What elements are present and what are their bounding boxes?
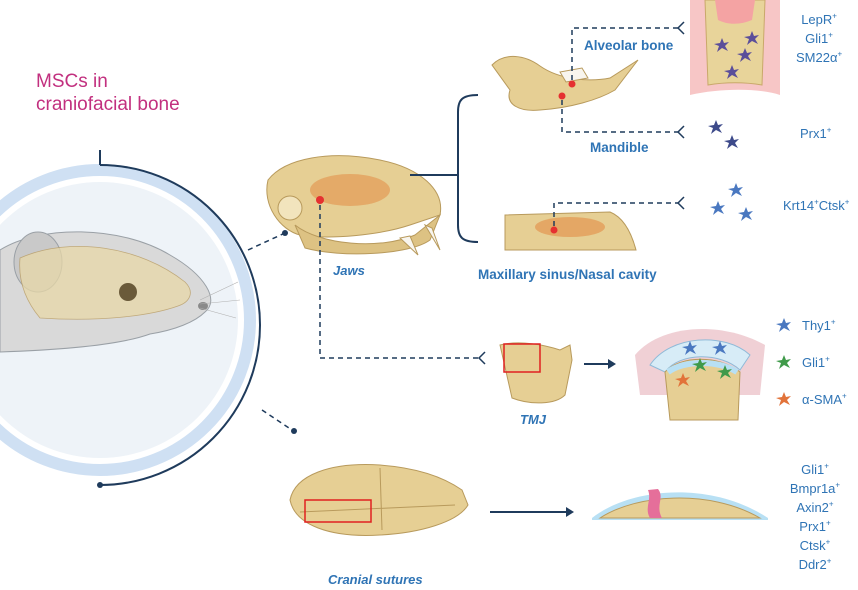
label-cranial-sutures: Cranial sutures <box>328 572 423 587</box>
figure-title: MSCs in craniofacial bone <box>36 70 180 116</box>
label-mandible: Mandible <box>590 140 649 155</box>
cranial-skull-illustration <box>289 464 469 536</box>
mandible-marker-list: Prx1+ <box>800 124 831 143</box>
skull-illustration <box>266 155 442 256</box>
title-line-1: MSCs in <box>36 71 108 92</box>
mandible-cells <box>708 120 739 149</box>
marker-item: Gli1+ <box>801 461 829 477</box>
jaws-point <box>316 196 324 204</box>
marker-item: Axin2+ <box>796 499 834 515</box>
marker-item: Ctsk+ <box>799 537 831 553</box>
mouse-eye <box>119 283 137 301</box>
mouse-head-illustration <box>0 164 256 476</box>
tmj-marker-thy1: Thy1+ <box>802 317 836 333</box>
mouse-skull-overlay <box>19 246 191 320</box>
mandible-illustration <box>491 56 639 111</box>
marker-item: LepR+ <box>801 11 837 27</box>
connector-sinus <box>553 202 678 226</box>
ring-arc-end-dot <box>97 482 103 488</box>
alveolar-marker-list: LepR+ Gli1+ SM22α+ <box>796 10 842 67</box>
label-maxillary-sinus: Maxillary sinus/Nasal cavity <box>478 267 657 282</box>
sinus-cells <box>710 183 753 221</box>
ring-arc <box>99 164 261 486</box>
marker-item: Prx1+ <box>800 125 832 141</box>
asma-cell-icon <box>776 392 791 406</box>
suture-highlight-box <box>304 499 372 523</box>
marker-item: Ddr2+ <box>798 556 832 572</box>
connector-mandible <box>561 100 678 133</box>
label-jaws: Jaws <box>333 263 365 278</box>
alveolar-point <box>568 80 576 88</box>
marker-item: SM22α+ <box>796 49 843 65</box>
label-tmj: TMJ <box>520 412 546 427</box>
connector-mouse-jaws <box>247 232 286 251</box>
marker-item: Krt14+Ctsk+ <box>783 197 850 213</box>
title-line-2: craniofacial bone <box>36 94 180 115</box>
tmj-marker-gli1: Gli1+ <box>802 354 830 370</box>
marker-item: Gli1+ <box>805 30 833 46</box>
gli1-cell-icon <box>776 355 791 369</box>
tmj-illustration <box>499 342 573 404</box>
suture-marker-list: Gli1+ Bmpr1a+ Axin2+ Prx1+ Ctsk+ Ddr2+ <box>786 460 844 574</box>
label-alveolar-bone: Alveolar bone <box>584 38 674 53</box>
suture-detail-illustration <box>592 489 768 520</box>
connector-jaws-tmj <box>319 205 480 359</box>
tmj-highlight-box <box>503 343 541 373</box>
mandible-point <box>558 92 566 100</box>
sinus-marker-list: Krt14+Ctsk+ <box>783 196 849 215</box>
thy1-cell-icon <box>776 318 791 332</box>
bracket <box>457 94 479 243</box>
tmj-detail-illustration <box>635 328 765 421</box>
tmj-marker-asma: α-SMA+ <box>802 391 847 407</box>
connector-mouse-sutures <box>261 409 293 431</box>
marker-item: Prx1+ <box>799 518 831 534</box>
sinus-point <box>550 226 558 234</box>
sinus-illustration <box>504 211 637 251</box>
alveolar-tissue-illustration <box>690 0 780 95</box>
marker-item: Bmpr1a+ <box>789 480 841 496</box>
